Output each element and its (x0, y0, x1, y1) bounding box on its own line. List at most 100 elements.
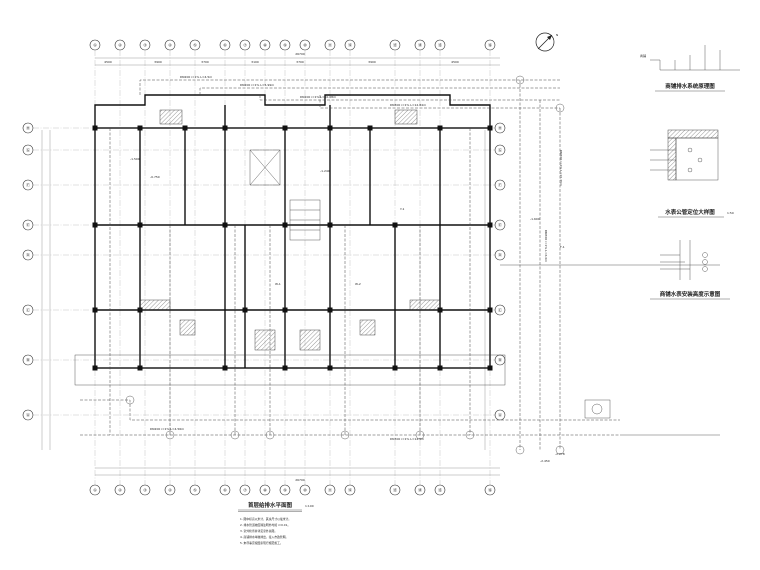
system-diagram-title: 商铺排水系统原理图 (665, 82, 715, 90)
pipe-annotation: DN200 i=1% L=5.99m (240, 83, 274, 87)
design-note: 3. 室外检查井详见室外总图。 (240, 529, 277, 533)
design-note: 4. 商铺排水单独排出，接入市政管网。 (240, 535, 288, 539)
top-axis-label: ⑬ (393, 42, 397, 48)
top-dimension: 3700 (201, 60, 209, 64)
inspection-wells (125, 75, 611, 455)
top-axis-label: ⑩ (303, 43, 307, 48)
bottom-axis-label: ⑭ (418, 487, 422, 493)
right-axis-label: Ⓗ (498, 125, 502, 131)
structural-columns (92, 125, 493, 371)
top-axis-label: ⑯ (488, 42, 492, 48)
well-detail-title: 水表公管定位大样图 (665, 208, 715, 216)
pipe-annotation: -2.278 (555, 452, 565, 456)
bottom-axis-label: ⑬ (393, 487, 397, 493)
bottom-axis-label: ⑮ (438, 487, 442, 493)
pipe-annotation: DN200 i=1% L=10.08m (300, 95, 336, 99)
bottom-axis-label: ⑤ (193, 488, 197, 493)
meter-diagram-title: 商铺水表安装高度示意图 (660, 290, 721, 298)
drainage-pipes (80, 79, 720, 450)
bottom-axis-label: ④ (168, 488, 172, 493)
shop-label: 商铺 (640, 53, 646, 58)
hatched-walls (139, 109, 441, 351)
pipe-annotation: DN300 i=1% L=15.35m (559, 150, 563, 186)
bottom-axis-label: ③ (143, 488, 147, 493)
plan-title-block: 首层给排水平面图 1:100 (238, 501, 314, 512)
top-dimension: 3900 (368, 60, 376, 64)
design-note: 5. 未尽事宜按国家现行规范施工。 (240, 541, 283, 545)
meter-diagram: 商铺水表安装高度示意图 (650, 240, 730, 300)
north-arrow-icon: N (535, 32, 558, 52)
top-axis-label: ⑪ (328, 42, 332, 48)
top-axis-label: ⑥ (223, 43, 227, 48)
well-detail: 水表公管定位大样图 1:50 (650, 129, 734, 218)
left-axis-label: Ⓔ (26, 222, 30, 228)
pipe-annotation: F-1 (560, 245, 565, 249)
top-total-dimension: 26700 (295, 52, 305, 56)
bottom-axis-label: ⑨ (283, 488, 287, 493)
bottom-axis-label: ⑯ (488, 487, 492, 493)
top-axis-label: ③ (143, 43, 147, 48)
right-axis-label: Ⓓ (498, 252, 502, 258)
top-dimension: 4500 (104, 60, 112, 64)
top-axis-label: ⑫ (348, 42, 352, 48)
top-dimension-texts: 4500 3900 3700 3100 3700 3900 4500 (104, 60, 459, 64)
left-axis-label: Ⓗ (26, 125, 30, 131)
plan-title: 首层给排水平面图 (248, 501, 293, 509)
pipe-annotation: DN300 i=1% L=14.5m (390, 437, 424, 441)
top-axis-label: ⑭ (418, 42, 422, 48)
top-axis-label: ④ (168, 43, 172, 48)
right-axis-label: Ⓔ (498, 222, 502, 228)
top-dimension: 3700 (296, 60, 304, 64)
top-dimension: 3900 (154, 60, 162, 64)
left-axis-label: Ⓕ (26, 182, 30, 188)
pipe-annotation: W-1 (275, 282, 281, 286)
top-axis-label: ⑮ (438, 42, 442, 48)
bottom-axis-label: ⑫ (348, 487, 352, 493)
design-note: 2. 排水管道坡度除注明外均按 i=0.01。 (240, 523, 290, 527)
bottom-axis-label: ⑥ (223, 488, 227, 493)
right-grid-axes: Ⓗ Ⓖ Ⓕ Ⓔ Ⓓ Ⓒ Ⓑ Ⓐ (494, 122, 506, 421)
svg-text:N: N (556, 33, 558, 37)
right-axis-label: Ⓑ (498, 357, 502, 363)
pipe-annotation: DN200 i=1% L=4.56m (150, 427, 184, 431)
design-note: 1. 图中标高以米计，其余尺寸以毫米计。 (240, 517, 291, 521)
bottom-axis-label: ⑪ (328, 487, 332, 493)
pipe-annotation: DN200 i=1% L=4.5m (180, 75, 212, 79)
left-axis-label: Ⓐ (26, 412, 30, 418)
pipe-annotation: -1.500 (130, 157, 140, 161)
pipe-annotation: -0.750 (150, 175, 160, 179)
right-axis-label: Ⓕ (498, 182, 502, 188)
left-axis-label: Ⓒ (26, 307, 30, 313)
bottom-axis-label: ⑩ (303, 488, 307, 493)
dimension-lines (41, 57, 500, 476)
right-axis-label: Ⓐ (498, 412, 502, 418)
well-detail-scale: 1:50 (727, 211, 734, 215)
pipe-annotation: Y-1 (400, 207, 405, 211)
bottom-total-dimension: 26700 (295, 478, 305, 482)
left-axis-label: Ⓖ (26, 147, 30, 153)
pipe-annotation: -1.600 (530, 217, 540, 221)
pipe-annotation: DN300 i=1% L=6.0m (544, 230, 548, 262)
pipe-annotation: W-2 (355, 282, 361, 286)
left-grid-axes: Ⓗ Ⓖ Ⓕ Ⓔ Ⓓ Ⓒ Ⓑ Ⓐ (22, 122, 34, 421)
plan-scale: 1:100 (305, 504, 314, 508)
top-dimension: 4500 (451, 60, 459, 64)
bottom-axis-label: ① (93, 488, 97, 493)
pipe-annotation: -2.450 (540, 459, 550, 463)
top-axis-label: ⑤ (193, 43, 197, 48)
top-axis-label: ⑨ (283, 43, 287, 48)
right-axis-label: Ⓖ (498, 147, 502, 153)
system-diagram: 商铺 商铺排水系统原理图 (640, 45, 740, 92)
pipe-annotation: -1.240 (320, 169, 330, 173)
pipe-annotation: DN300 i=1% L=12.84m (390, 103, 426, 107)
top-axis-label: ⑧ (263, 43, 267, 48)
left-axis-label: Ⓓ (26, 252, 30, 258)
left-axis-label: Ⓑ (26, 357, 30, 363)
top-dimension: 3100 (251, 60, 259, 64)
right-axis-label: Ⓒ (498, 307, 502, 313)
top-axis-label: ② (118, 43, 122, 48)
bottom-axis-label: ② (118, 488, 122, 493)
